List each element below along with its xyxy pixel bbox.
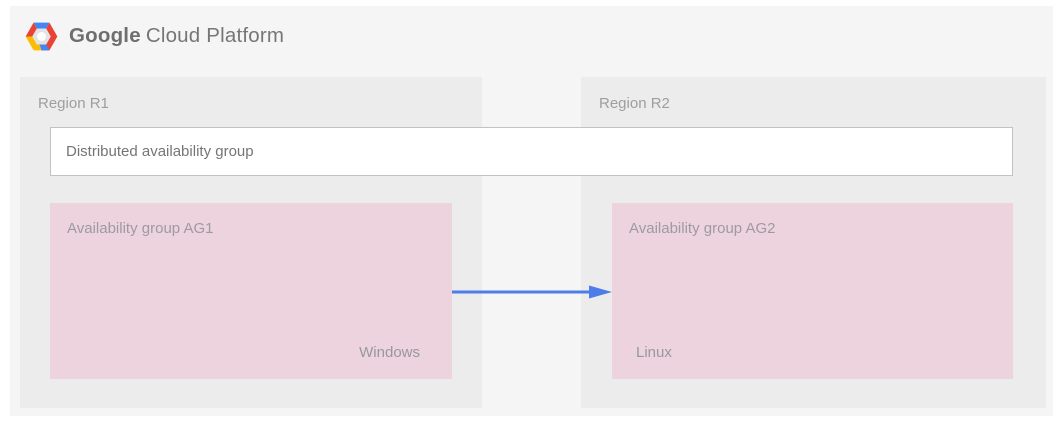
brand-google-word: Google	[69, 24, 141, 47]
availability-group-ag1-label: Availability group AG1	[67, 220, 214, 237]
region-r1-label: Region R1	[38, 95, 109, 112]
distributed-availability-group-label: Distributed availability group	[66, 143, 254, 160]
brand-suffix-words: Cloud Platform	[145, 24, 285, 47]
google-cloud-platform-logo-icon	[25, 22, 58, 50]
region-r2-label: Region R2	[599, 95, 670, 112]
distributed-availability-group-box: Distributed availability group	[50, 127, 1013, 176]
ag1-os-label-windows: Windows	[359, 344, 420, 361]
availability-group-ag1-box: Availability group AG1 Windows	[50, 203, 452, 379]
ag2-os-label-linux: Linux	[636, 344, 672, 361]
availability-group-ag2-box: Availability group AG2 Linux	[612, 203, 1013, 379]
replication-arrow-icon	[452, 285, 612, 299]
availability-group-ag2-label: Availability group AG2	[629, 220, 776, 237]
